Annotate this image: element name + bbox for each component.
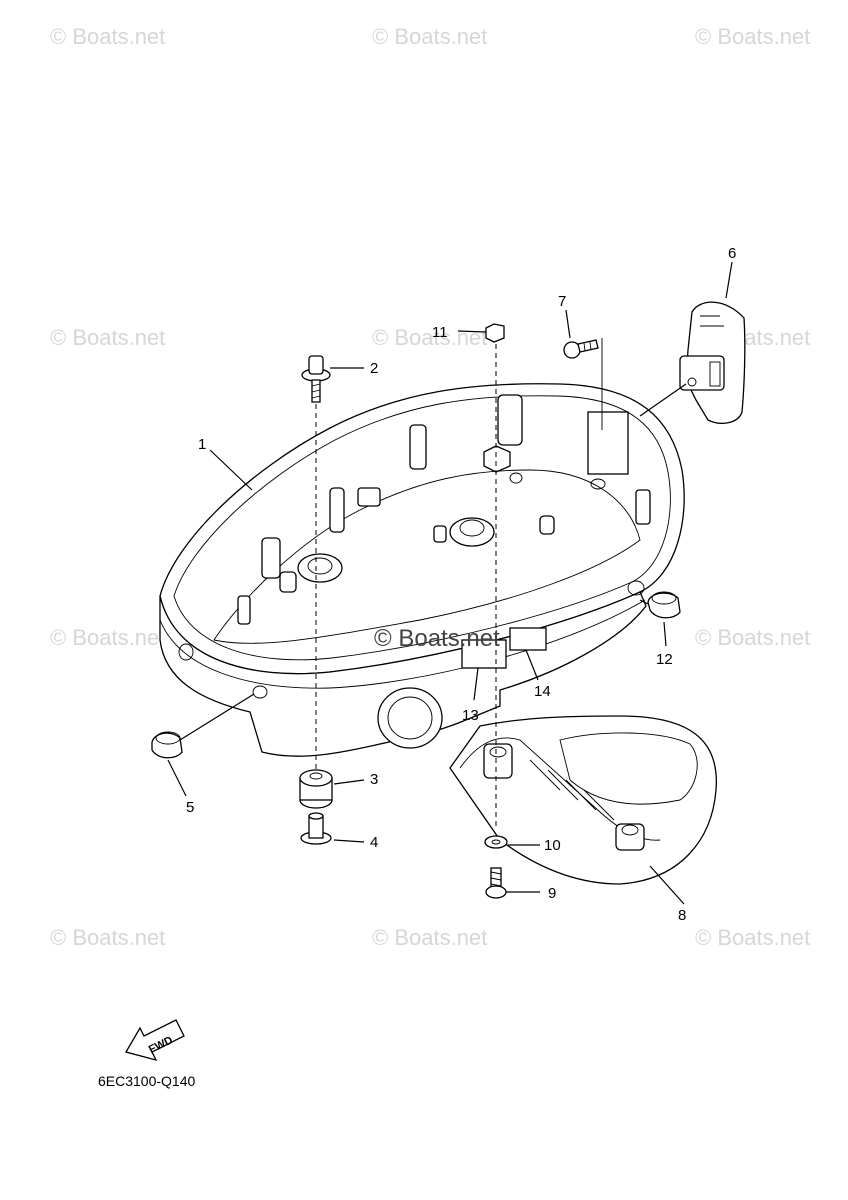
callout-5: 5 xyxy=(186,799,194,816)
screw-drawing xyxy=(563,339,599,359)
plug-right-drawing xyxy=(647,591,681,619)
watermark: © Boats.net xyxy=(372,24,487,49)
washer-drawing xyxy=(484,835,508,849)
diagram-code: 6EC3100-Q140 xyxy=(98,1073,196,1089)
callout-7: 7 xyxy=(558,293,566,310)
watermark: © Boats.net xyxy=(50,24,165,49)
lower-pan-drawing xyxy=(449,715,717,885)
callout-6: 6 xyxy=(728,245,736,262)
nut-drawing xyxy=(485,323,505,343)
plug-left-drawing xyxy=(151,731,183,759)
callout-11: 11 xyxy=(432,324,448,341)
callout-12: 12 xyxy=(656,651,673,668)
grommet-drawing xyxy=(299,769,333,809)
callout-10: 10 xyxy=(544,837,561,854)
bolt-lower-drawing xyxy=(485,867,507,899)
callout-9: 9 xyxy=(548,885,556,902)
callout-labels: 1 2 3 4 5 6 7 8 9 10 11 12 13 14 xyxy=(186,245,736,924)
center-watermark: © Boats.net xyxy=(374,625,500,652)
bottom-cowling-drawing xyxy=(159,383,685,757)
watermark-grid: © Boats.net © Boats.net © Boats.net © Bo… xyxy=(50,24,810,950)
leader-lines xyxy=(167,261,733,905)
watermark: © Boats.net xyxy=(50,325,165,350)
callout-2: 2 xyxy=(370,360,378,377)
watermark: © Boats.net xyxy=(50,625,165,650)
callout-3: 3 xyxy=(370,771,378,788)
watermark: © Boats.net xyxy=(50,925,165,950)
callout-14: 14 xyxy=(534,683,551,700)
bracket-drawing xyxy=(679,301,746,424)
callout-13: 13 xyxy=(462,707,479,724)
callout-8: 8 xyxy=(678,907,686,924)
watermark: © Boats.net xyxy=(372,325,487,350)
watermark: © Boats.net xyxy=(695,925,810,950)
bolt-drawing xyxy=(301,355,331,403)
callout-4: 4 xyxy=(370,834,378,851)
collar-drawing xyxy=(300,812,332,845)
watermark: © Boats.net xyxy=(695,625,810,650)
watermark: © Boats.net xyxy=(695,24,810,49)
callout-1: 1 xyxy=(198,436,206,453)
assembly-lines xyxy=(315,338,603,830)
watermark: © Boats.net xyxy=(372,925,487,950)
fwd-arrow-icon: FWD xyxy=(125,1019,185,1061)
